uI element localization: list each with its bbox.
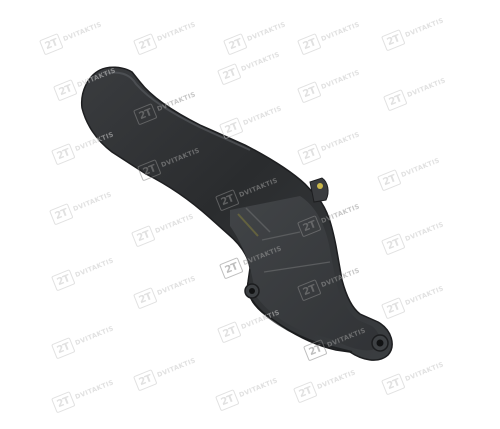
mounting-tab	[309, 177, 329, 203]
textured-panel	[230, 196, 380, 351]
yellow-marker	[317, 183, 323, 189]
mounting-hole-left	[244, 283, 260, 299]
mounting-hole-right	[371, 334, 389, 352]
